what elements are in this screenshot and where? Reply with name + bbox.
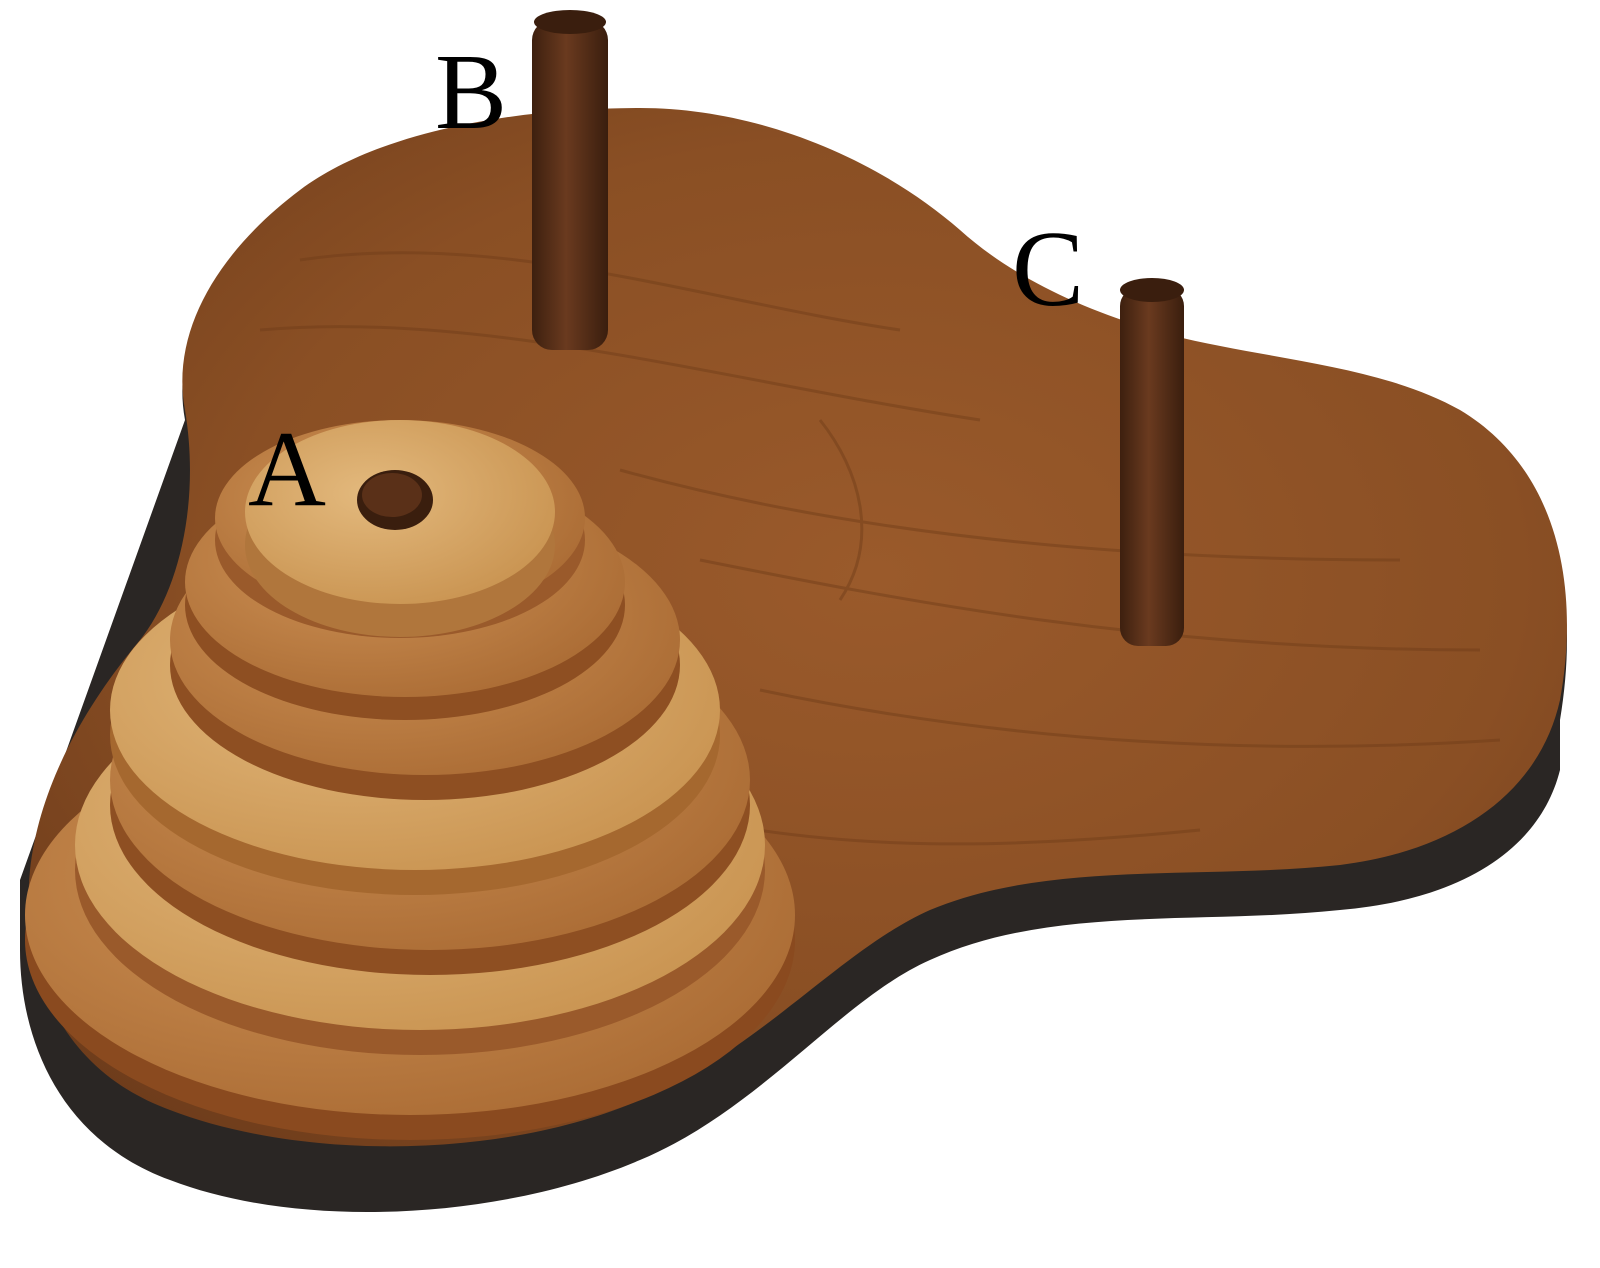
peg-a — [357, 470, 433, 530]
peg-label-b: B — [435, 33, 507, 152]
disk-stack-peg-a — [25, 420, 795, 1140]
peg-label-c: C — [1012, 210, 1084, 329]
peg-b — [532, 10, 608, 350]
peg-label-a: A — [248, 410, 326, 529]
peg-c — [1120, 278, 1184, 646]
